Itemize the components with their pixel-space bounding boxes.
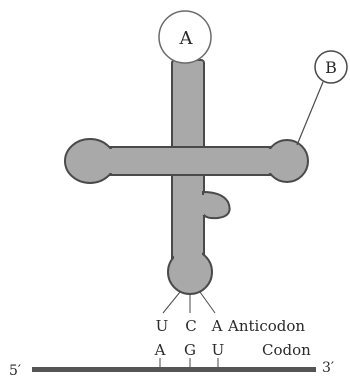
strand-5-prime: 5′ — [9, 363, 21, 378]
anticodon-base-2: C — [185, 317, 196, 335]
label-a: A — [179, 28, 194, 49]
mrna-strand — [32, 367, 316, 372]
right-loop — [266, 140, 308, 182]
codon-ticks — [160, 358, 218, 368]
strand-3-prime: 3′ — [322, 360, 334, 376]
codon-label: Codon — [262, 341, 311, 359]
anticodon-base-1: U — [156, 317, 169, 335]
variable-loop — [203, 192, 230, 218]
label-b: B — [325, 58, 337, 77]
trna-molecule — [65, 60, 308, 294]
codon-base-3: U — [212, 341, 225, 359]
codon-base-1: A — [154, 341, 166, 359]
anticodon-base-3: A — [211, 317, 223, 335]
anticodon-connectors — [163, 292, 215, 313]
codon-base-2: G — [184, 341, 196, 359]
anticodon-label: Anticodon — [227, 317, 305, 335]
b-pointer-line — [297, 82, 323, 145]
